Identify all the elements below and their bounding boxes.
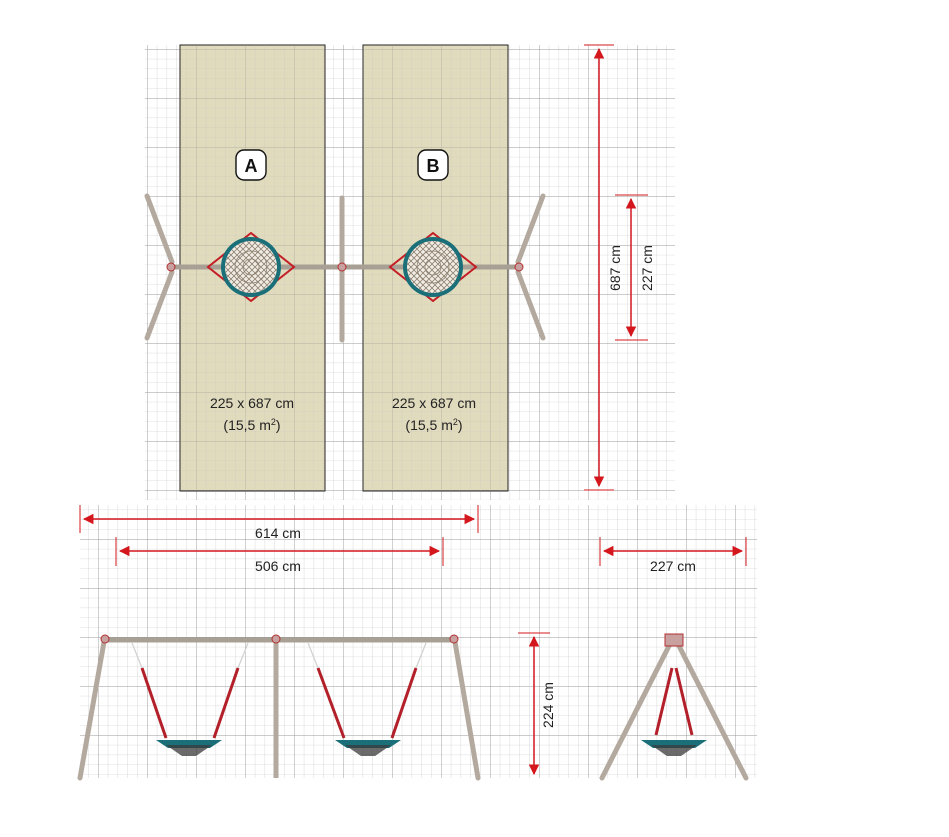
dimension-side-width: 227 cm bbox=[599, 537, 747, 574]
zone-b-badge: B bbox=[417, 149, 449, 181]
dimension-total-length: 687 cm bbox=[584, 44, 623, 491]
zone-b-letter: B bbox=[427, 156, 440, 176]
dimension-height-label: 224 cm bbox=[540, 682, 556, 728]
dimension-height: 224 cm bbox=[518, 632, 556, 776]
nest-seat-b-top bbox=[388, 231, 478, 303]
side-view-frame bbox=[599, 633, 749, 781]
zone-a-letter: A bbox=[245, 156, 258, 176]
nest-seat-a-top bbox=[206, 231, 296, 303]
dimension-frame-depth-label: 227 cm bbox=[639, 245, 655, 291]
dimension-side-width-label: 227 cm bbox=[650, 558, 696, 574]
zone-b-area-label: (15,5 m2) bbox=[405, 417, 462, 433]
nest-swing-side bbox=[641, 667, 707, 756]
dimension-overall-width-label: 614 cm bbox=[255, 525, 301, 541]
dimension-beam-width-label: 506 cm bbox=[255, 558, 301, 574]
dimension-beam-width: 506 cm bbox=[115, 537, 444, 574]
zone-b-size-label: 225 x 687 cm bbox=[392, 395, 476, 411]
nest-swing-a-front bbox=[131, 642, 249, 756]
nest-swing-b-front bbox=[307, 642, 427, 756]
zone-a-badge: A bbox=[235, 149, 267, 181]
front-view-frame bbox=[77, 634, 481, 781]
dimension-total-length-label: 687 cm bbox=[607, 245, 623, 291]
zone-a-size-label: 225 x 687 cm bbox=[210, 395, 294, 411]
dimension-overall-width: 614 cm bbox=[79, 505, 479, 541]
zone-a-area-label: (15,5 m2) bbox=[223, 417, 280, 433]
dimension-frame-depth: 227 cm bbox=[615, 194, 655, 341]
